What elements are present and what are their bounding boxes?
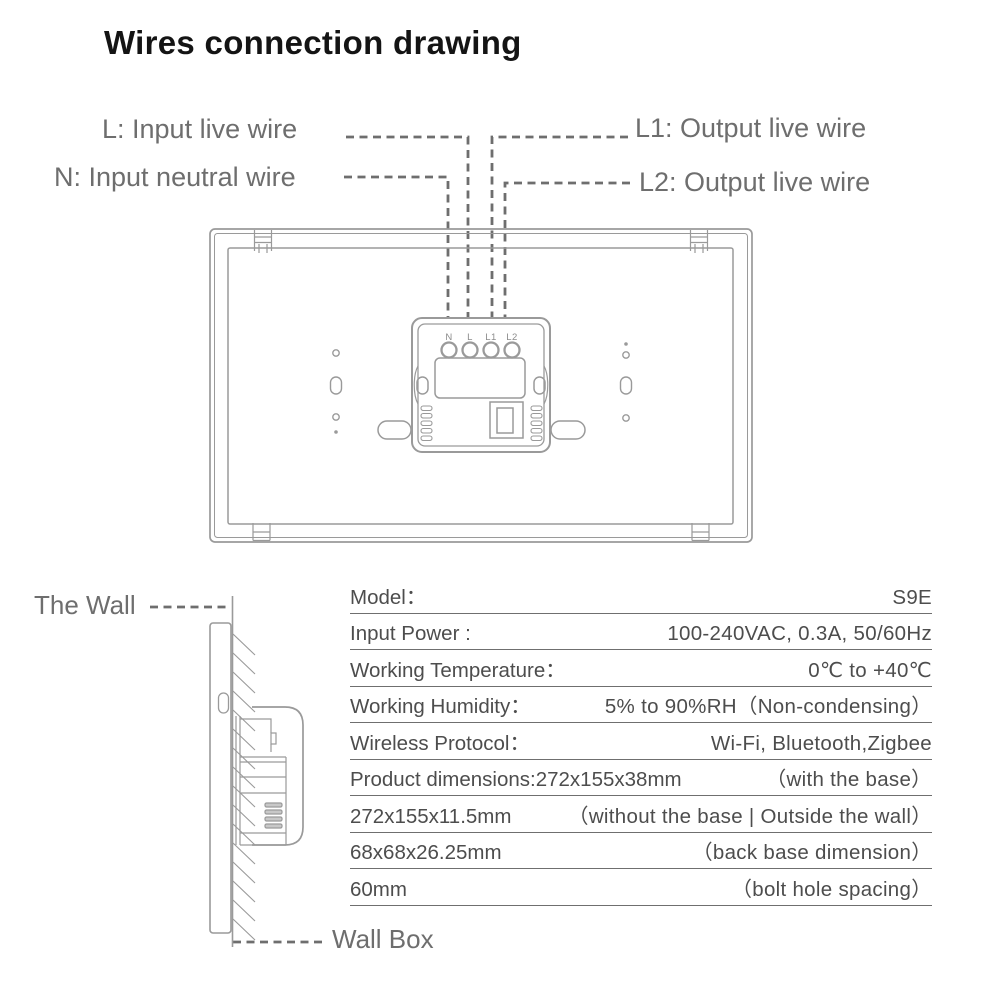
spec-row-wireless-protocol: Wireless Protocol： Wi-Fi, Bluetooth,Zigb… (350, 723, 932, 760)
mounting-wing-left (377, 420, 412, 440)
wire-guide-n (344, 175, 450, 318)
page-title: Wires connection drawing (104, 24, 522, 61)
label-input-live-wire: L: Input live wire (102, 114, 298, 144)
spec-row-model: Model： S9E (350, 577, 932, 614)
spec-row-back-base-dimension: 68x68x26.25mm （back base dimension） (350, 833, 932, 870)
spec-value: 0℃ to +40℃ (808, 658, 932, 682)
clip-bottom-left (252, 523, 271, 542)
hole-dot (334, 430, 338, 434)
clip-top-right (689, 230, 709, 253)
wire-guide-lines (150, 135, 630, 944)
module-switch-cutout (489, 401, 524, 439)
spec-label: Model： (350, 585, 427, 609)
spec-row-working-temperature: Working Temperature： 0℃ to +40℃ (350, 650, 932, 687)
spec-label: Input Power : (350, 622, 471, 646)
label-the-wall: The Wall (34, 590, 136, 620)
terminal-n (440, 341, 458, 359)
module-side-profile (235, 716, 287, 846)
hole-slot (619, 376, 633, 395)
terminal-label-l: L (467, 332, 473, 343)
switch-back-panel: N L L1 L2 (209, 228, 753, 543)
hole-dot (624, 342, 628, 346)
hole-circle (332, 413, 340, 421)
spec-value: （without the base | Outside the wall） (568, 804, 932, 828)
terminal-l (461, 341, 479, 359)
spec-label: Product dimensions:272x155x38mm (350, 768, 682, 792)
terminal-label-l2: L2 (506, 332, 518, 343)
wall-box-outline (252, 706, 304, 846)
hole-circle (622, 351, 630, 359)
wire-guide-l2 (503, 181, 630, 318)
panel-holes-right (619, 342, 633, 422)
panel-holes-left (329, 349, 343, 434)
module-switch-cutout-inner (496, 407, 514, 434)
spec-value: Wi-Fi, Bluetooth,Zigbee (710, 731, 932, 755)
panel-outer-frame-inner-line (214, 233, 748, 538)
spec-row-bolt-hole-spacing: 60mm （bolt hole spacing） (350, 869, 932, 906)
spec-row-input-power: Input Power : 100-240VAC, 0.3A, 50/60Hz (350, 614, 932, 651)
vent-slots-left (420, 405, 433, 442)
wire-guide-l1 (490, 135, 628, 318)
spec-label: 60mm (350, 877, 407, 901)
hole-circle (332, 349, 340, 357)
label-input-neutral-wire: N: Input neutral wire (54, 162, 296, 192)
terminal-l1 (482, 341, 500, 359)
panel-side-slab (209, 622, 232, 934)
spec-label: Working Temperature： (350, 658, 566, 682)
vent-slots-right (530, 405, 543, 442)
module-inner (417, 323, 545, 447)
terminal-block (377, 317, 586, 453)
wall-side-view (209, 596, 304, 947)
spec-row-product-dimensions: Product dimensions:272x155x38mm （with th… (350, 760, 932, 797)
spec-value: S9E (892, 585, 932, 609)
module-notch-right (543, 365, 549, 405)
module-outer (411, 317, 551, 453)
terminal-labels: N L L1 L2 (445, 332, 517, 343)
spec-row-working-humidity: Working Humidity： 5% to 90%RH（Non-conden… (350, 687, 932, 724)
hole-slot (329, 376, 343, 395)
clip-top-left (253, 230, 273, 253)
spec-value: 5% to 90%RH（Non-condensing） (604, 695, 932, 719)
label-output-live-wire-1: L1: Output live wire (635, 113, 867, 143)
terminal-l2 (503, 341, 521, 359)
spec-value: （bolt hole spacing） (731, 877, 932, 901)
panel-outer-frame (209, 228, 753, 543)
label-wall-box: Wall Box (332, 924, 434, 954)
module-notch-left (413, 365, 419, 405)
module-screw-slot-left (416, 376, 429, 395)
terminal-label-n: N (445, 332, 452, 343)
panel-inner-frame (227, 247, 734, 525)
spec-value: （with the base） (765, 768, 932, 792)
clip-bottom-right (691, 523, 710, 542)
spec-label: Working Humidity： (350, 695, 531, 719)
spec-table: Model： S9E Input Power : 100-240VAC, 0.3… (350, 577, 932, 906)
spec-label: 272x155x11.5mm (350, 804, 512, 828)
wire-guide-l (346, 135, 470, 318)
spec-label: 68x68x26.25mm (350, 841, 502, 865)
terminal-label-l1: L1 (485, 332, 497, 343)
panel-side-slot (217, 692, 230, 714)
spec-row-dimensions-without-base: 272x155x11.5mm （without the base | Outsi… (350, 796, 932, 833)
hole-circle (622, 414, 630, 422)
module-display-window (434, 357, 526, 399)
spec-value: （back base dimension） (692, 841, 932, 865)
mounting-wing-right (550, 420, 586, 440)
spec-value: 100-240VAC, 0.3A, 50/60Hz (667, 622, 932, 646)
module-side-slots (264, 802, 283, 829)
label-output-live-wire-2: L2: Output live wire (639, 167, 871, 197)
spec-label: Wireless Protocol： (350, 731, 530, 755)
module-screw-slot-right (533, 376, 546, 395)
